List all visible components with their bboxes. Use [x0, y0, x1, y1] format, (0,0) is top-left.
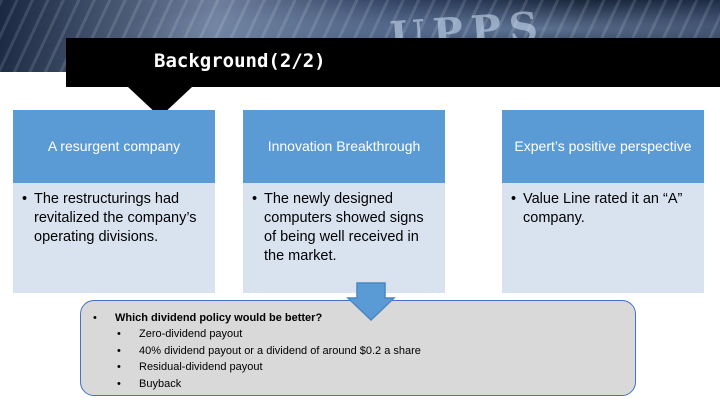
question-text: Which dividend policy would be better? [115, 312, 323, 324]
bullet-item: • The restructurings had revitalized the… [22, 190, 203, 247]
column-header: Expert’s positive perspective [502, 110, 704, 183]
bullet-icon: • [117, 344, 121, 357]
slide-title: Background(2/2) [154, 50, 326, 72]
bullet-icon: • [93, 312, 97, 324]
down-arrow-icon [346, 282, 396, 322]
option-text: Residual-dividend payout [139, 361, 263, 374]
bullet-text: Value Line rated it an “A” company. [523, 191, 683, 226]
dividend-question-box: • Which dividend policy would be better?… [80, 300, 636, 396]
column-body: • The restructurings had revitalized the… [13, 183, 215, 293]
bullet-icon: • [117, 328, 121, 341]
column-resurgent-company: A resurgent company • The restructurings… [13, 110, 215, 293]
bullet-text: The newly designed computers showed sign… [264, 191, 424, 264]
bullet-icon: • [22, 191, 28, 207]
column-header: A resurgent company [13, 110, 215, 183]
column-header: Innovation Breakthrough [243, 110, 445, 183]
option-item: • Residual-dividend payout [93, 359, 623, 376]
column-expert-perspective: Expert’s positive perspective • Value Li… [502, 110, 704, 293]
bullet-item: • The newly designed computers showed si… [252, 190, 433, 265]
column-body: • Value Line rated it an “A” company. [502, 183, 704, 293]
option-text: Zero-dividend payout [139, 328, 243, 341]
bullet-item: • Value Line rated it an “A” company. [511, 190, 692, 228]
bullet-text: The restructurings had revitalized the c… [34, 191, 197, 245]
bullet-icon: • [252, 191, 258, 207]
column-innovation-breakthrough: Innovation Breakthrough • The newly desi… [243, 110, 445, 293]
question-item: • Which dividend policy would be better? [93, 310, 623, 326]
option-item: • Zero-dividend payout [93, 326, 623, 343]
option-text: Buyback [139, 377, 182, 390]
bullet-icon: • [511, 191, 517, 207]
bullet-icon: • [117, 377, 121, 390]
column-body: • The newly designed computers showed si… [243, 183, 445, 293]
title-bar: Background(2/2) [66, 38, 720, 87]
bullet-icon: • [117, 361, 121, 374]
option-text: 40% dividend payout or a dividend of aro… [139, 344, 421, 357]
option-item: • 40% dividend payout or a dividend of a… [93, 343, 623, 360]
option-item: • Buyback [93, 376, 623, 393]
